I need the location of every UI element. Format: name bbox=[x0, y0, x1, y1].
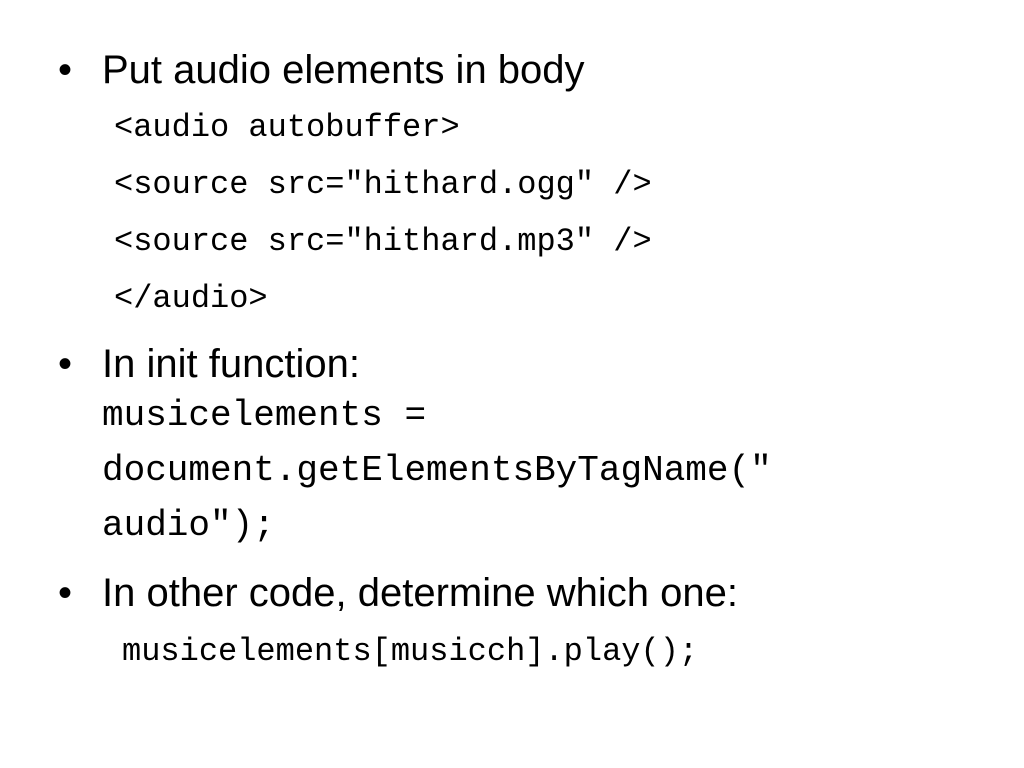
bullet-marker: • bbox=[58, 48, 73, 92]
bullet-item: • In init function: bbox=[58, 344, 360, 384]
bullet-item: • In other code, determine which one: bbox=[58, 573, 738, 613]
bullet-text: Put audio elements in body bbox=[102, 48, 585, 92]
code-line: musicelements = bbox=[102, 395, 427, 436]
code-line: </audio> bbox=[114, 280, 268, 317]
bullet-marker: • bbox=[58, 571, 73, 615]
code-line: <source src="hithard.ogg" /> bbox=[114, 166, 652, 203]
bullet-marker: • bbox=[58, 342, 73, 386]
bullet-text: In other code, determine which one: bbox=[102, 571, 738, 615]
bullet-text: In init function: bbox=[102, 342, 360, 386]
code-line: document.getElementsByTagName(" bbox=[102, 450, 772, 491]
code-line: <audio autobuffer> bbox=[114, 109, 460, 146]
code-line: <source src="hithard.mp3" /> bbox=[114, 223, 652, 260]
code-line: musicelements[musicch].play(); bbox=[122, 633, 699, 670]
code-line: audio"); bbox=[102, 505, 275, 546]
bullet-item: • Put audio elements in body bbox=[58, 50, 585, 90]
